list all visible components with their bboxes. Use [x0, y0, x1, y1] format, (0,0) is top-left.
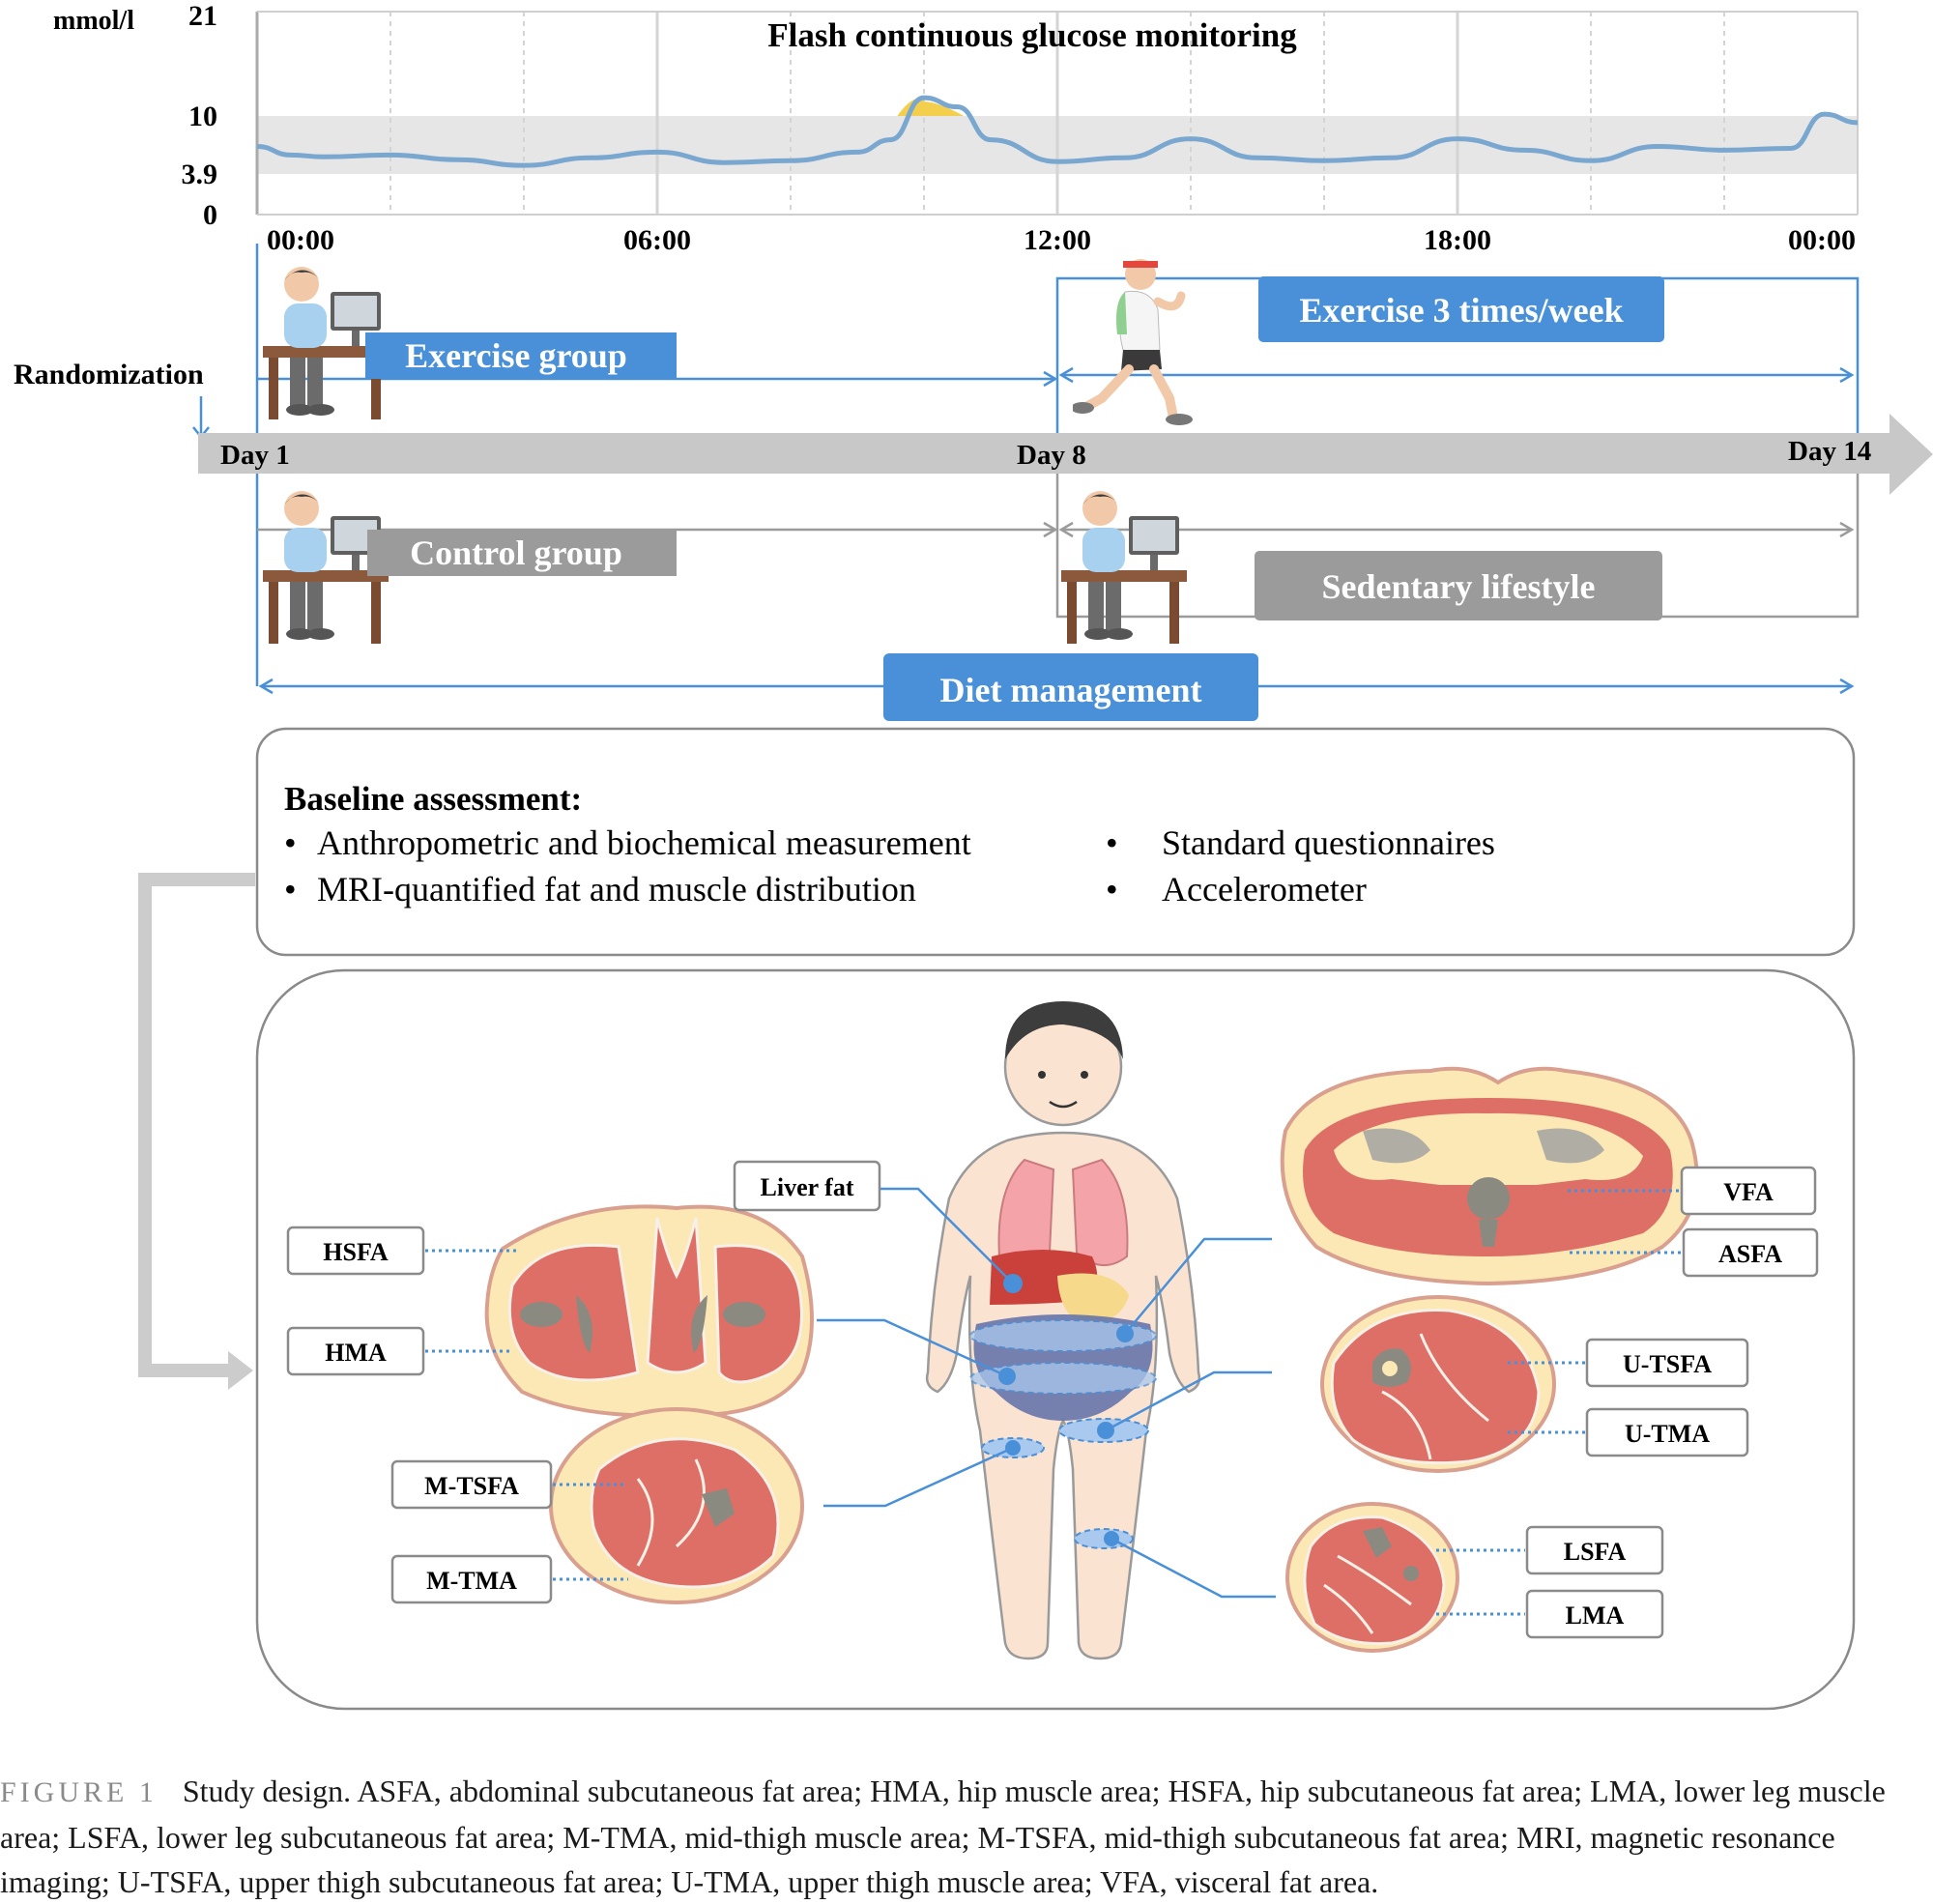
exercise-group-box	[365, 332, 677, 379]
vfa-label: VFA	[1723, 1178, 1774, 1206]
control-group-box	[367, 530, 677, 576]
y-tick-label: 0	[203, 199, 217, 231]
mid-thigh-cross-section	[549, 1407, 804, 1604]
y-unit-label: mmol/l	[53, 6, 134, 36]
mri-box: Liver fat HSFA HMA M-TSFA M-TMA VFA ASFA…	[255, 968, 1856, 1711]
timeline: Randomization Day 1 Day 8 Day 14 Exercis…	[14, 244, 1933, 721]
x-tick-label: 00:00	[267, 224, 334, 256]
exercise-freq-box	[1258, 276, 1664, 342]
x-tick-label: 12:00	[1024, 224, 1091, 256]
baseline-item: Anthropometric and biochemical measureme…	[317, 823, 971, 862]
x-tick-label: 06:00	[623, 224, 691, 256]
asfa-label: ASFA	[1718, 1240, 1782, 1268]
timeline-arrow	[198, 414, 1933, 495]
vfa-box	[1680, 1166, 1817, 1216]
runner-icon	[1071, 259, 1193, 425]
baseline-title: Baseline assessment:	[284, 780, 582, 818]
diet-box	[883, 653, 1258, 721]
u-tma-label: U-TMA	[1625, 1420, 1710, 1448]
m-tsfa-label: M-TSFA	[424, 1472, 519, 1500]
exercise-group-row: Exercise group Exercise 3 times/week	[255, 244, 1860, 433]
lsfa-box	[1525, 1525, 1664, 1575]
y-tick-labels: 21 10 3.9 0	[182, 0, 218, 231]
u-tsfa-box	[1585, 1338, 1749, 1388]
day-14-label: Day 14	[1788, 436, 1871, 467]
hma-label: HMA	[325, 1339, 387, 1367]
m-tma-box	[390, 1554, 553, 1604]
region-connectors	[817, 1187, 1276, 1599]
day-1-label: Day 1	[220, 440, 290, 471]
hsfa-label: HSFA	[323, 1238, 389, 1266]
baseline-item: Accelerometer	[1162, 870, 1367, 909]
u-tsfa-label: U-TSFA	[1623, 1350, 1712, 1378]
desk-worker-icon	[1061, 491, 1187, 644]
glucose-series-line	[256, 95, 1859, 168]
diet-label: Diet management	[940, 671, 1202, 709]
baseline-box: Baseline assessment: • Anthropometric an…	[255, 727, 1856, 957]
lower-leg-cross-section	[1285, 1502, 1459, 1653]
sedentary-label: Sedentary lifestyle	[1322, 567, 1596, 606]
chart-title: Flash continuous glucose monitoring	[767, 16, 1297, 54]
upper-thigh-cross-section	[1320, 1295, 1556, 1473]
exercise-freq-label: Exercise 3 times/week	[1299, 291, 1623, 330]
lma-label: LMA	[1566, 1601, 1625, 1630]
baseline-item: MRI-quantified fat and muscle distributi…	[317, 870, 916, 909]
m-tsfa-box	[390, 1459, 553, 1510]
control-group-label: Control group	[410, 534, 622, 572]
baseline-item: Standard questionnaires	[1162, 823, 1495, 862]
exercise-group-label: Exercise group	[405, 336, 627, 375]
control-group-row: Control group Sedentary lifestyle	[255, 474, 1860, 686]
abdominal-cross-section	[1280, 1066, 1699, 1286]
liver-fat-label: Liver fat	[761, 1173, 854, 1201]
sedentary-box	[1255, 551, 1662, 620]
caption-text: Study design. ASFA, abdominal subcutaneo…	[0, 1774, 1886, 1899]
lsfa-label: LSFA	[1564, 1538, 1627, 1566]
hip-cross-section	[484, 1204, 814, 1418]
bullet-icon: •	[284, 823, 297, 862]
caption-label: FIGURE 1	[0, 1776, 158, 1808]
y-tick-label: 3.9	[182, 159, 218, 190]
bullet-icon: •	[284, 870, 297, 909]
u-tma-box	[1585, 1407, 1749, 1457]
x-tick-label: 00:00	[1788, 224, 1856, 256]
bullet-icon: •	[1106, 870, 1118, 909]
x-tick-labels: 00:00 06:00 12:00 18:00 00:00	[267, 224, 1856, 256]
liver-fat-box	[733, 1160, 881, 1212]
asfa-box	[1682, 1227, 1819, 1278]
diet-row: Diet management	[258, 653, 1855, 721]
lma-box	[1525, 1589, 1664, 1639]
m-tma-label: M-TMA	[426, 1567, 517, 1595]
x-tick-label: 18:00	[1424, 224, 1491, 256]
bullet-icon: •	[1106, 823, 1118, 862]
baseline-connector-arrow	[138, 873, 255, 1377]
cgm-gridlines	[389, 12, 1725, 215]
y-tick-label: 21	[188, 0, 217, 32]
hma-box	[286, 1326, 425, 1376]
y-tick-label: 10	[188, 101, 217, 132]
randomization-label: Randomization	[14, 359, 204, 390]
label-leaders	[425, 1189, 1682, 1616]
day-8-label: Day 8	[1017, 440, 1086, 471]
hsfa-box	[286, 1226, 425, 1276]
